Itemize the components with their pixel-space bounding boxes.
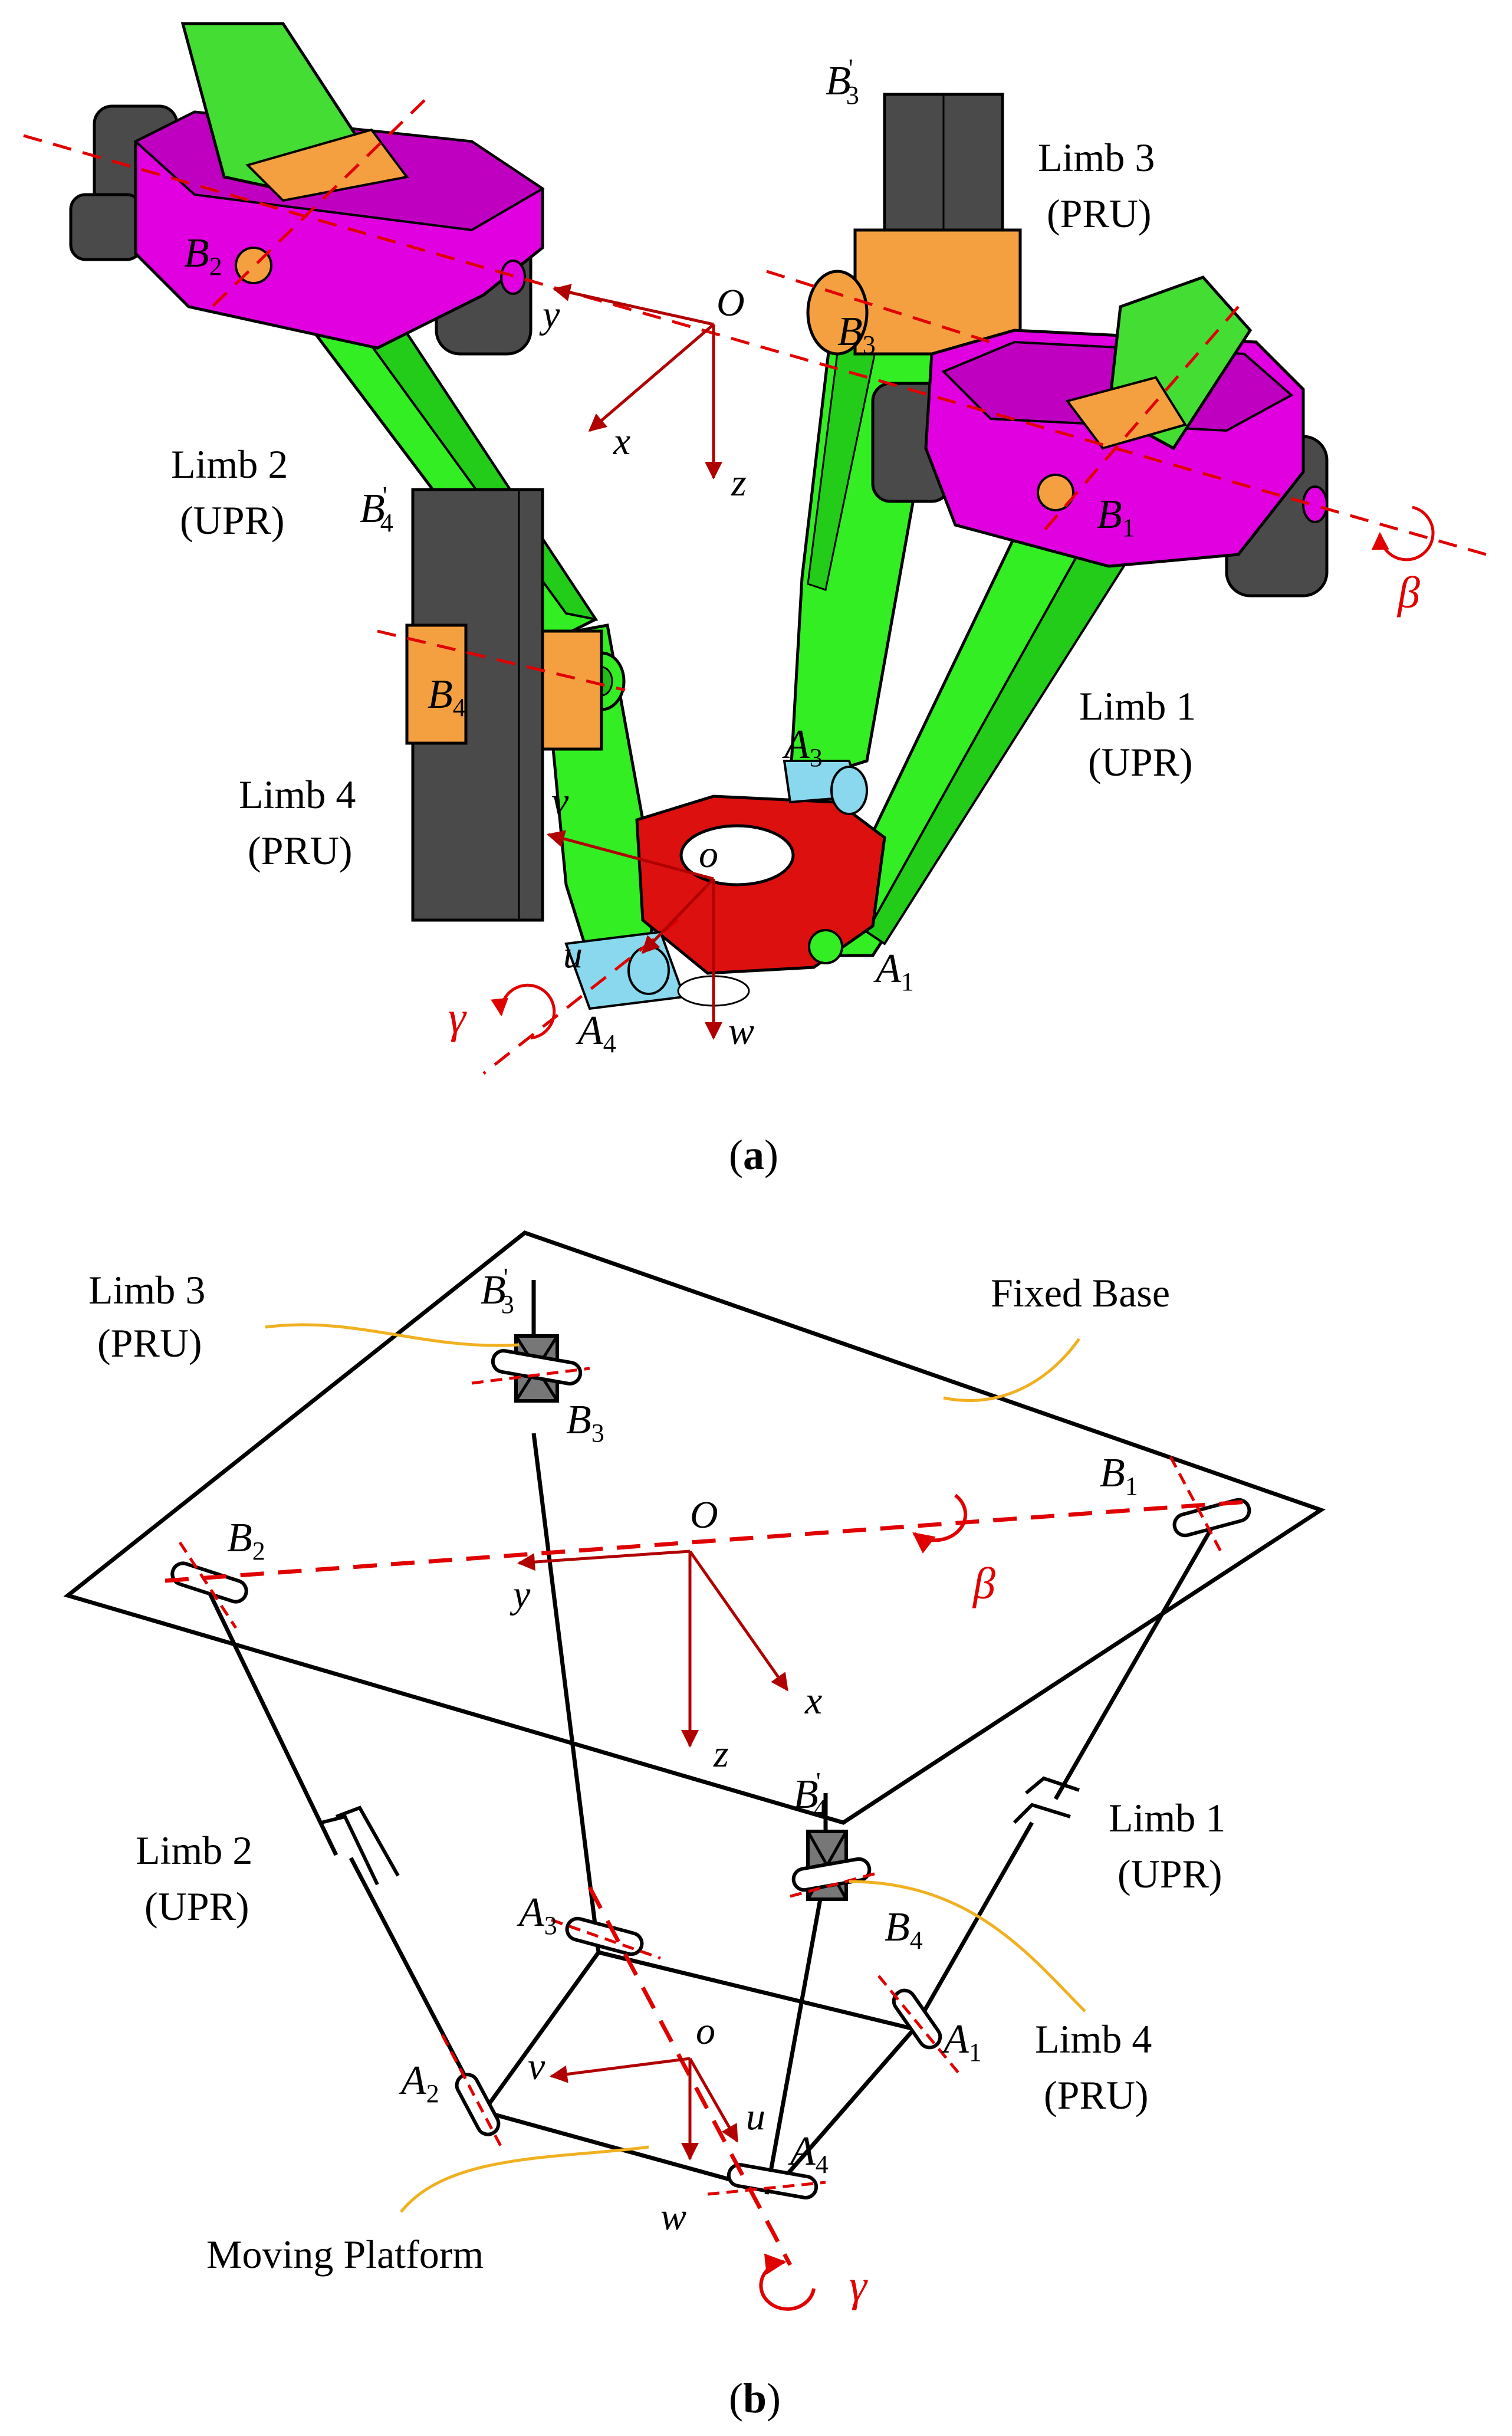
leader-lines-b bbox=[265, 1323, 1086, 2213]
prismatic-joint-limb2 bbox=[321, 1805, 400, 1886]
label-b3prime-a: B'3 bbox=[826, 54, 859, 110]
label-b4prime-a: B'4 bbox=[360, 481, 393, 537]
panel-a: Limb 3 (PRU) Limb 2 (UPR) Limb 1 (UPR) L… bbox=[23, 22, 1487, 1178]
panel-b: Limb 3 (PRU) Fixed Base Limb 2 (UPR) Lim… bbox=[63, 1230, 1326, 2422]
moving-platform-3d bbox=[564, 760, 886, 1010]
label-axis-w-a: w bbox=[728, 1010, 754, 1053]
beta-rotation-b bbox=[912, 1493, 968, 1554]
label-axis-u-b: u bbox=[746, 2095, 765, 2138]
label-axis-w-b: w bbox=[660, 2195, 686, 2238]
limb2-type-b: (UPR) bbox=[144, 1884, 249, 1929]
label-a4-b: A4 bbox=[788, 2129, 829, 2179]
label-beta-b: β bbox=[972, 1559, 995, 1608]
limb1-arm bbox=[811, 523, 1153, 957]
label-a1-a: A1 bbox=[873, 946, 914, 996]
label-origin-o-a: o bbox=[699, 833, 718, 876]
label-axis-z-a: z bbox=[731, 461, 747, 504]
limb4-name-b: Limb 4 bbox=[1035, 2017, 1152, 2061]
label-a2-b: A2 bbox=[399, 2058, 439, 2108]
limb1-name-b: Limb 1 bbox=[1109, 1795, 1225, 1840]
gamma-rotation-a bbox=[491, 983, 556, 1040]
limb1-type-a: (UPR) bbox=[1088, 740, 1193, 784]
label-axis-y-b: y bbox=[510, 1573, 531, 1616]
limb2-name-a: Limb 2 bbox=[171, 442, 288, 487]
axes-dashed-a bbox=[23, 99, 1487, 1075]
label-b4-b: B4 bbox=[885, 1905, 923, 1955]
prismatic-joint-limb1 bbox=[1013, 1776, 1080, 1824]
label-beta-a: β bbox=[1396, 568, 1420, 618]
limb4-type-a: (PRU) bbox=[248, 828, 353, 873]
label-a1-b: A1 bbox=[941, 2017, 982, 2067]
label-b1-b: B1 bbox=[1100, 1450, 1138, 1501]
caption-b: (b) bbox=[729, 2375, 781, 2422]
label-b3prime-b: B'3 bbox=[481, 1263, 514, 1319]
limb3-type-b: (PRU) bbox=[97, 1321, 202, 1365]
moving-platform-label: Moving Platform bbox=[206, 2232, 484, 2277]
limb4-name-a: Limb 4 bbox=[239, 772, 356, 817]
moving-frame-b bbox=[550, 2057, 739, 2161]
limb2-housing bbox=[69, 22, 545, 356]
limb2-name-b: Limb 2 bbox=[136, 1828, 252, 1873]
label-axis-v-b: v bbox=[528, 2045, 545, 2088]
label-b1-a: B1 bbox=[1097, 492, 1135, 542]
limb4-slider bbox=[405, 488, 603, 922]
label-axis-u-a: u bbox=[563, 933, 583, 976]
label-b2-a: B2 bbox=[184, 231, 222, 281]
fixed-base-label: Fixed Base bbox=[991, 1270, 1170, 1315]
label-b4-a: B4 bbox=[428, 672, 466, 722]
label-a4-a: A4 bbox=[576, 1008, 616, 1058]
limb1-name-a: Limb 1 bbox=[1079, 684, 1196, 728]
caption-a: (a) bbox=[729, 1131, 778, 1178]
limb3-slider bbox=[806, 93, 1022, 356]
label-gamma-a: γ bbox=[448, 993, 467, 1042]
fixed-base-plane bbox=[63, 1230, 1326, 1825]
fixed-frame-a bbox=[553, 284, 722, 480]
label-axis-y-a: y bbox=[539, 293, 560, 336]
moving-frame-a bbox=[547, 830, 722, 1040]
limb3-name-a: Limb 3 bbox=[1038, 135, 1155, 180]
label-a3-a: A3 bbox=[782, 722, 823, 772]
label-axis-v-a: v bbox=[551, 780, 569, 823]
label-b3-a: B3 bbox=[837, 309, 876, 359]
label-axis-z-b: z bbox=[713, 1732, 729, 1775]
joint-symbols-b bbox=[170, 1349, 1251, 2199]
label-b4prime-b: B'4 bbox=[793, 1767, 827, 1823]
label-gamma-b: γ bbox=[849, 2261, 868, 2310]
label-a3-b: A3 bbox=[517, 1890, 557, 1940]
label-origin-O-b: O bbox=[690, 1493, 718, 1537]
label-axis-x-a: x bbox=[613, 420, 630, 463]
fixed-frame-b bbox=[517, 1549, 789, 1748]
gamma-rotation-b bbox=[759, 2253, 816, 2311]
limb3-type-a: (PRU) bbox=[1047, 191, 1152, 236]
limb1-type-b: (UPR) bbox=[1117, 1851, 1222, 1896]
label-b2-b: B2 bbox=[227, 1515, 265, 1565]
label-origin-O-a: O bbox=[716, 281, 745, 324]
axes-dashed-b bbox=[165, 1499, 1257, 2266]
label-origin-o-b: o bbox=[696, 2010, 715, 2053]
limb2-type-a: (UPR) bbox=[180, 498, 285, 543]
label-b3-b: B3 bbox=[566, 1397, 604, 1447]
label-axis-x-b: x bbox=[804, 1679, 822, 1722]
beta-rotation-a bbox=[1371, 505, 1435, 562]
limb4-type-b: (PRU) bbox=[1044, 2073, 1149, 2117]
limb3-name-b: Limb 3 bbox=[88, 1268, 205, 1312]
joint-axes-b bbox=[178, 1367, 1222, 2196]
